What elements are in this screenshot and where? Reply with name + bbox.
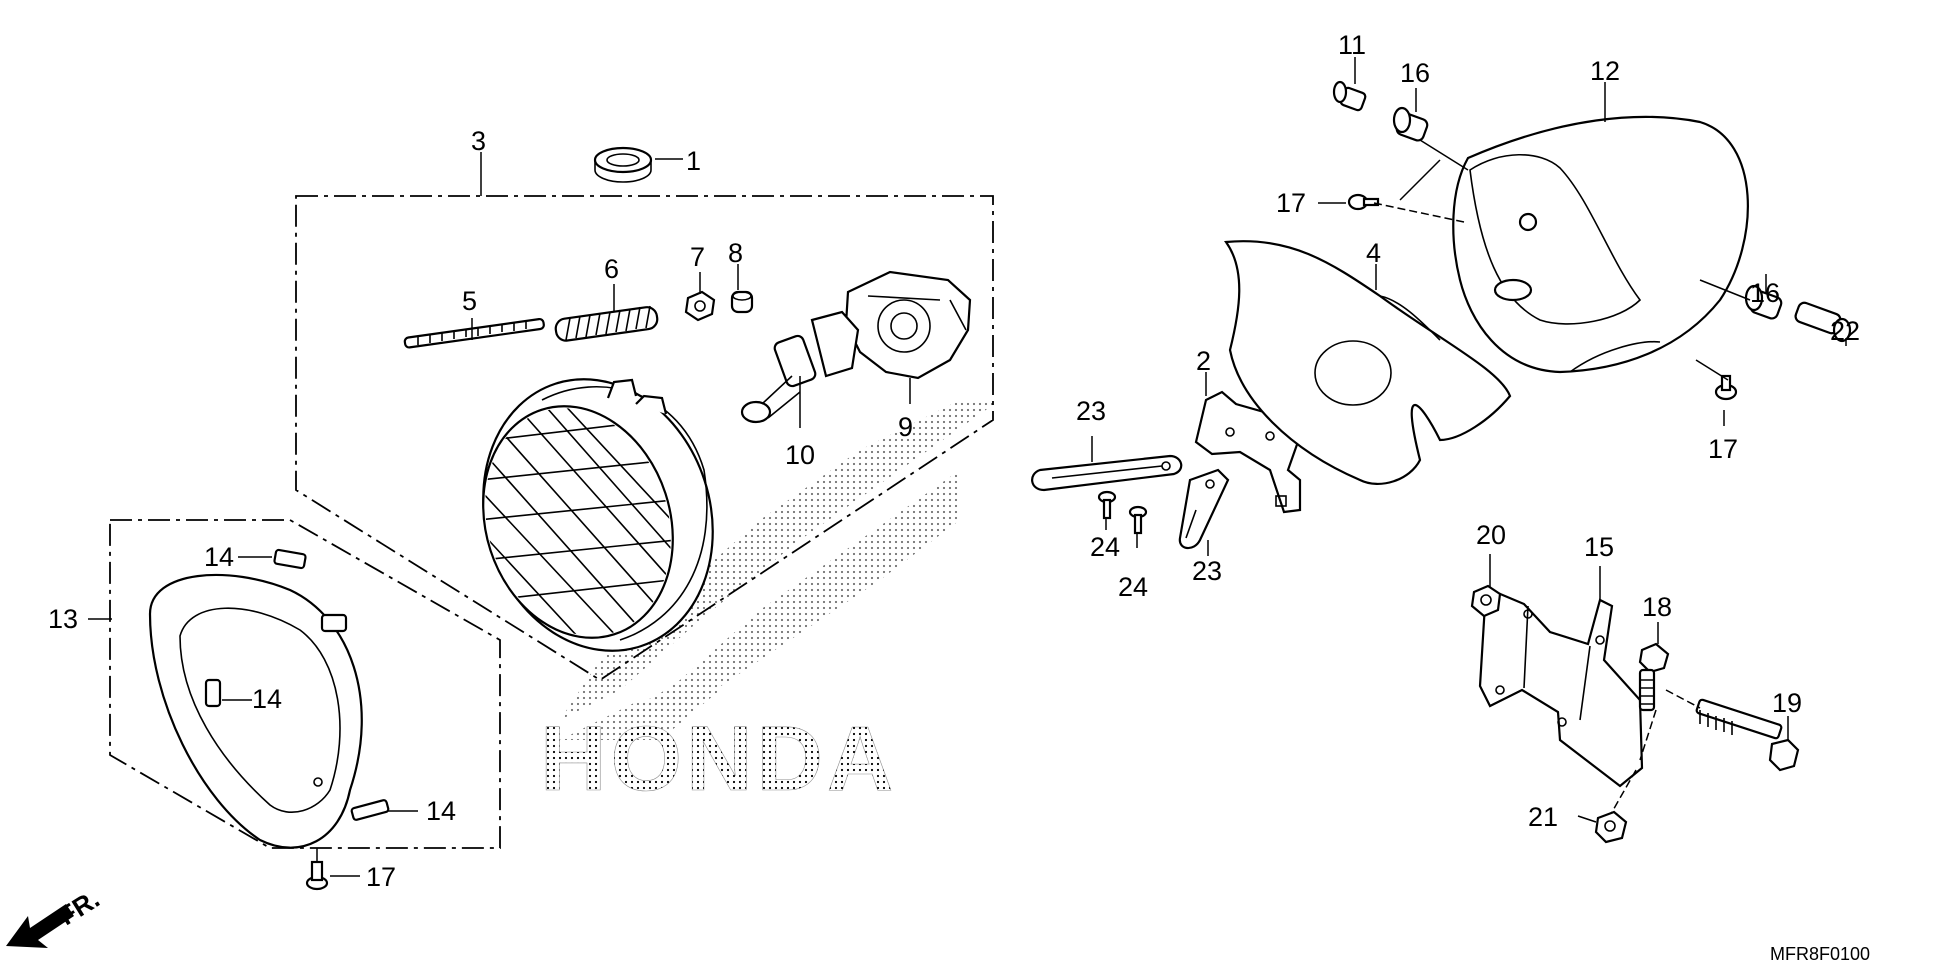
callout-24-lower: 24 — [1118, 572, 1148, 602]
callout-20: 20 — [1476, 520, 1506, 550]
screw-part-17-rim — [305, 860, 329, 891]
callout-7: 7 — [690, 242, 705, 272]
callout-6: 6 — [604, 254, 619, 284]
callout-22: 22 — [1830, 316, 1860, 346]
bracket-part-23-long — [1031, 454, 1183, 492]
grommet-part-1 — [593, 146, 653, 183]
screw-part-24-lower — [1128, 505, 1148, 535]
callout-1: 1 — [686, 146, 701, 176]
nut-part-20 — [1470, 584, 1502, 618]
bolt-part-18 — [1638, 642, 1670, 712]
headlight-rim-part-13 — [148, 573, 363, 849]
callout-23-upper: 23 — [1076, 396, 1106, 426]
nut-part-21 — [1594, 810, 1628, 844]
screw-part-17-lower — [1714, 374, 1738, 401]
stay-bracket-part-15 — [1478, 586, 1644, 788]
callout-17-lower: 17 — [1708, 434, 1738, 464]
shroud-part-4 — [1223, 240, 1512, 485]
callout-9: 9 — [898, 412, 913, 442]
callout-23-lower: 23 — [1192, 556, 1222, 586]
clip-part-14-top — [273, 548, 307, 570]
honda-watermark-text: HONDA — [540, 708, 897, 810]
nut-part-7 — [684, 290, 716, 322]
callout-19: 19 — [1772, 688, 1802, 718]
callout-13: 13 — [48, 604, 78, 634]
bolt-part-22 — [1794, 301, 1852, 343]
bolt-part-19 — [1695, 698, 1800, 772]
callout-17-rim: 17 — [366, 862, 396, 892]
callout-16-lower: 16 — [1750, 278, 1780, 308]
collar-part-16-lower — [1744, 284, 1783, 320]
callout-4: 4 — [1366, 238, 1381, 268]
collar-part-8 — [730, 290, 754, 314]
callout-15: 15 — [1584, 532, 1614, 562]
bolt-part-11 — [1332, 80, 1367, 112]
collar-part-16-upper — [1392, 106, 1429, 142]
callout-11: 11 — [1338, 30, 1366, 60]
callout-2: 2 — [1196, 346, 1211, 376]
assembly-13-outline — [109, 519, 501, 849]
clip-part-14-bottom — [350, 799, 390, 821]
leader-lines — [88, 57, 1847, 877]
socket-cover-part-9 — [844, 270, 972, 380]
callout-8: 8 — [728, 238, 743, 268]
screw-part-24-upper — [1097, 490, 1117, 520]
adjusting-screw-part-5 — [403, 317, 545, 349]
honda-wing-watermark — [560, 400, 1000, 740]
callout-16-upper: 16 — [1400, 58, 1430, 88]
clip-part-14-middle — [204, 678, 222, 708]
front-direction-arrow-icon — [6, 904, 74, 948]
spring-part-6 — [554, 305, 659, 342]
bracket-part-23-short — [1178, 468, 1230, 550]
callout-labels: 1 2 3 4 5 6 7 8 9 10 11 12 13 14 14 14 1… — [48, 30, 1860, 892]
assembly-3-outline — [295, 195, 994, 682]
headlight-case-part-12 — [1452, 115, 1749, 374]
drawing-code: MFR8F0100 — [1770, 944, 1870, 964]
screw-part-17-upper — [1347, 193, 1380, 211]
callout-5: 5 — [462, 286, 477, 316]
callout-12: 12 — [1590, 56, 1620, 86]
callout-14-bottom: 14 — [426, 796, 456, 826]
headlight-unit — [469, 378, 714, 652]
callout-3: 3 — [471, 126, 486, 156]
bulb-part-10 — [740, 310, 860, 424]
callout-17-upper: 17 — [1276, 188, 1306, 218]
callout-14-top: 14 — [204, 542, 234, 572]
callout-18: 18 — [1642, 592, 1672, 622]
callout-24-upper: 24 — [1090, 532, 1120, 562]
callout-14-middle: 14 — [252, 684, 282, 714]
callout-10: 10 — [785, 440, 815, 470]
callout-21: 21 — [1528, 802, 1558, 832]
